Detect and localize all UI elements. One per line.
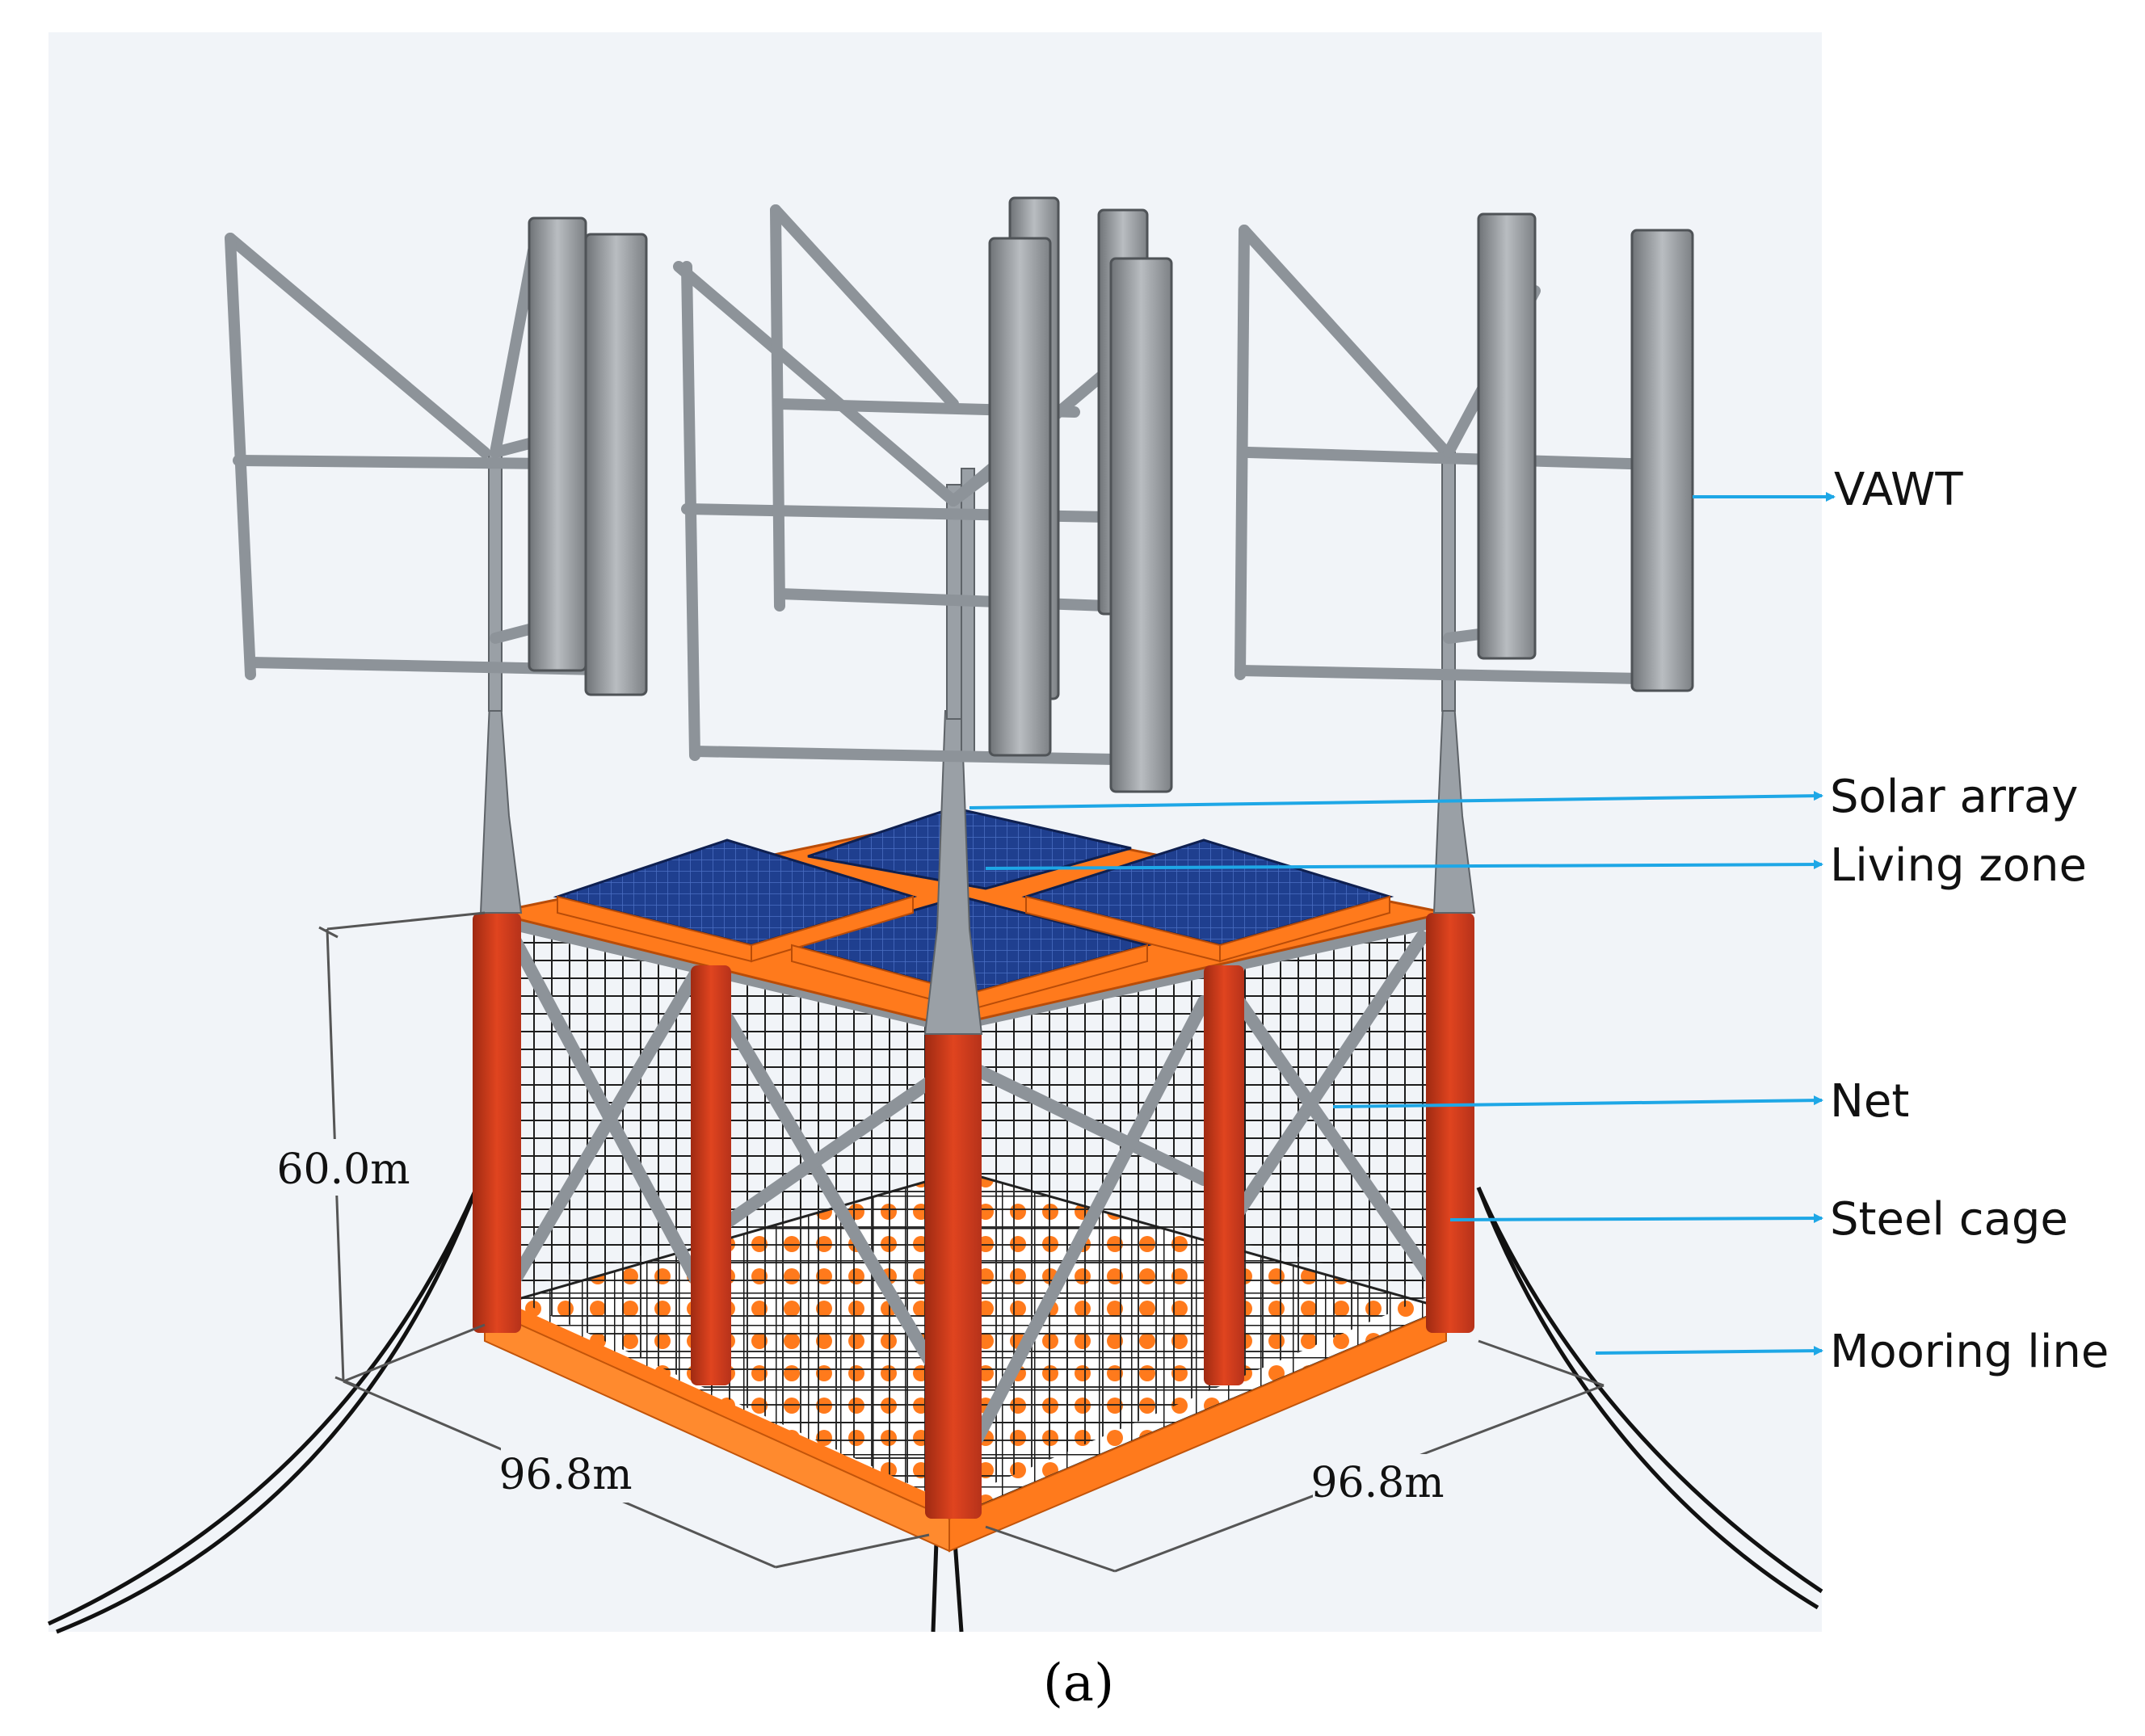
left-width-dimension-label: 96.8m: [498, 1451, 632, 1499]
callout-mooring-line: Mooring line: [1830, 1326, 2109, 1378]
dimension-labels: 60.0m 96.8m 96.8m: [276, 1139, 1445, 1511]
steel-cage-columns: [473, 913, 1474, 1519]
living-zone: [557, 895, 1390, 1011]
vawt-towers: [479, 452, 1476, 1035]
mooring-lines: [47, 1186, 1823, 1634]
height-dimension-label: 60.0m: [276, 1145, 410, 1194]
callout-living-zone: Living zone: [1830, 839, 2087, 892]
callout-steel-cage: Steel cage: [1830, 1193, 2068, 1246]
callout-arrows: [969, 492, 1836, 1356]
callout-vawt: VAWT: [1834, 464, 1963, 516]
callout-net: Net: [1830, 1075, 1909, 1128]
callout-solar-array: Solar array: [1830, 771, 2078, 823]
figure-caption: (a): [1043, 1654, 1114, 1713]
callout-labels: VAWT Solar array Living zone Net Steel c…: [1830, 464, 2109, 1378]
right-width-dimension-label: 96.8m: [1310, 1459, 1444, 1507]
vawt-blades: [528, 196, 1694, 793]
